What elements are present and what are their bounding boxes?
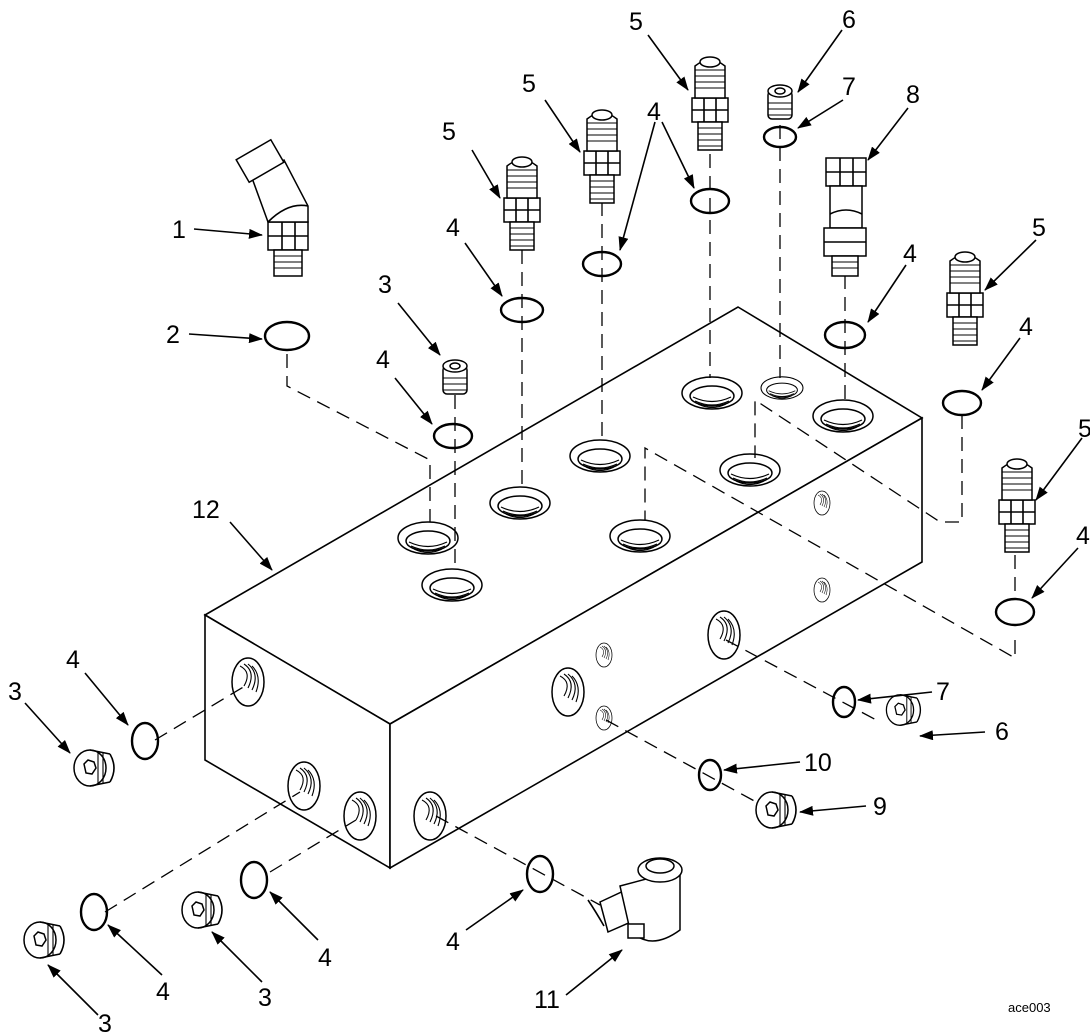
- callout-3: 3: [258, 984, 272, 1012]
- callout-4: 4: [318, 944, 332, 972]
- center-lines: [104, 110, 1016, 913]
- callout-7: 7: [842, 73, 856, 101]
- callout-2: 2: [166, 321, 180, 349]
- callout-3: 3: [98, 1010, 112, 1034]
- callout-4: 4: [647, 98, 661, 126]
- drawing-reference-code: ace003: [1008, 1000, 1051, 1015]
- callout-3: 3: [378, 271, 392, 299]
- callout-5: 5: [1078, 415, 1090, 443]
- callout-8: 8: [906, 81, 920, 109]
- elbow-fitting-90: [587, 857, 683, 942]
- callout-1: 1: [172, 216, 186, 244]
- callout-5: 5: [522, 70, 536, 98]
- callout-11: 11: [534, 986, 560, 1014]
- callout-4: 4: [903, 240, 917, 268]
- callout-10: 10: [804, 749, 832, 777]
- callout-3: 3: [8, 678, 22, 706]
- callout-4: 4: [1019, 313, 1033, 341]
- callout-7: 7: [936, 678, 950, 706]
- leader-arrows: [24, 29, 1083, 1016]
- callout-5: 5: [629, 8, 643, 36]
- callout-9: 9: [873, 793, 887, 821]
- callout-12: 12: [192, 496, 220, 524]
- callout-5: 5: [442, 118, 456, 146]
- callout-5: 5: [1032, 214, 1046, 242]
- callout-6: 6: [842, 6, 856, 34]
- callout-4: 4: [446, 928, 460, 956]
- callout-4: 4: [1076, 522, 1090, 550]
- callout-labels: 1 2 3 4 5 4 5 4 5 6 7 8 4 5 4 5 4 12 4 3…: [8, 6, 1090, 1034]
- callout-6: 6: [995, 718, 1009, 746]
- elbow-fitting-45: [235, 138, 309, 277]
- o-rings: [79, 125, 1036, 932]
- callout-4: 4: [376, 346, 390, 374]
- callout-4: 4: [66, 646, 80, 674]
- callout-4: 4: [446, 214, 460, 242]
- check-valve-fitting: [823, 157, 867, 277]
- callout-4: 4: [156, 978, 170, 1006]
